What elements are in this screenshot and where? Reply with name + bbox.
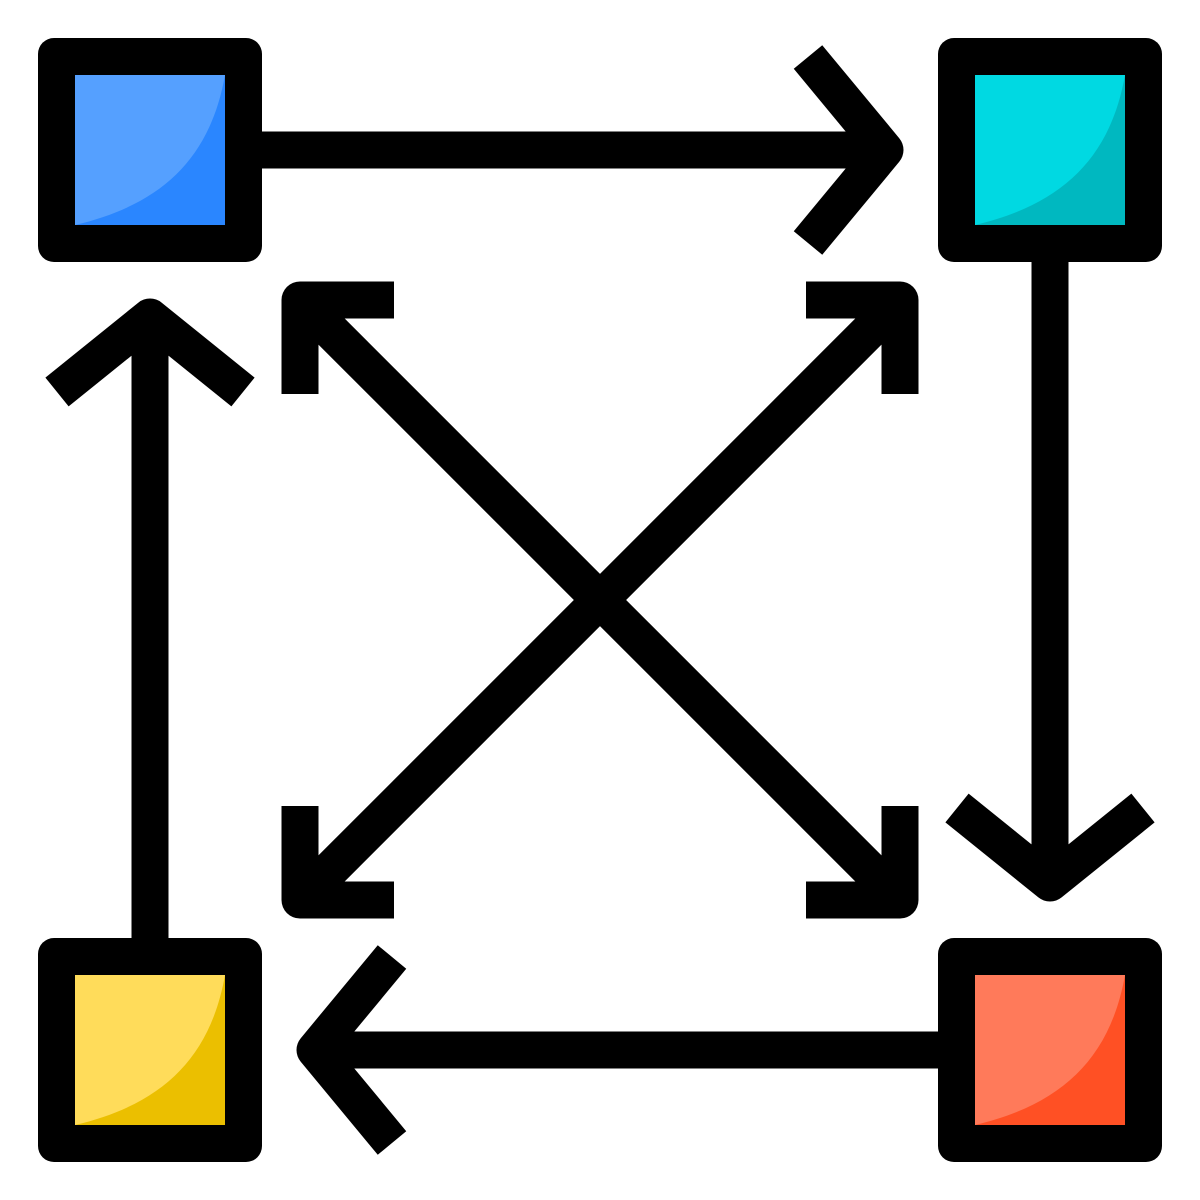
arrow-top-left-to-top-right — [262, 45, 904, 255]
node-bottom-left-shade — [75, 975, 225, 1125]
node-bottom-right — [938, 938, 1162, 1162]
diagonal-bl-head — [281, 806, 394, 919]
diagonal-tr-head — [806, 281, 919, 394]
arrow-top-right-to-bottom-right — [945, 262, 1155, 902]
arrow-bottom-left-to-top-left — [45, 298, 255, 938]
node-bottom-right-shade — [975, 975, 1125, 1125]
arrow-left-head — [45, 298, 255, 407]
double-arrow-diagonal-tr-bl — [281, 281, 919, 919]
arrow-right-head — [945, 793, 1155, 902]
arrow-bottom-right-to-bottom-left — [296, 945, 938, 1155]
diagonal-tr-bl-shaft — [298, 298, 902, 902]
node-top-left — [38, 38, 262, 262]
arrow-bottom-head — [296, 945, 407, 1155]
diagonal-tl-head — [281, 281, 394, 394]
node-bottom-left — [38, 938, 262, 1162]
diagonal-br-head — [806, 806, 919, 919]
arrow-top-head — [793, 45, 904, 255]
node-top-right — [938, 38, 1162, 262]
node-top-right-shade — [975, 75, 1125, 225]
node-top-left-shade — [75, 75, 225, 225]
